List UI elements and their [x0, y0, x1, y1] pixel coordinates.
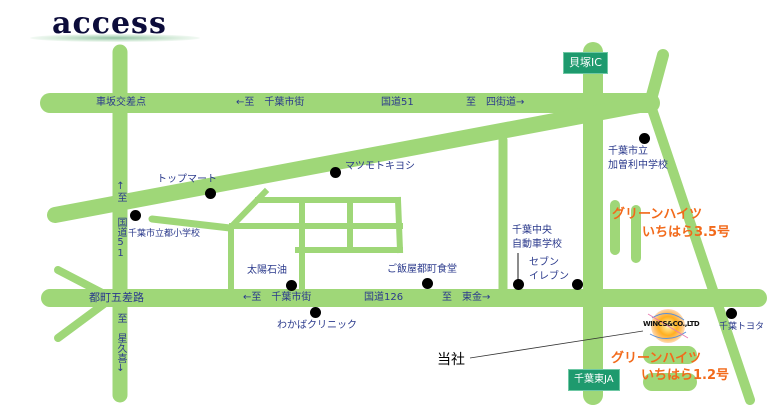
office-pointer-line — [469, 330, 644, 359]
label-north-up: ↑至 — [115, 181, 126, 202]
road-sw-upper — [54, 266, 116, 302]
marker-kasori-junior-high — [639, 133, 650, 144]
label-south: 至 星久喜↓ — [115, 313, 126, 374]
marker-wakaba-clinic — [310, 307, 321, 318]
property-gh35-line1: グリーンハイツ — [612, 207, 703, 222]
label-route126-east: 至 東金→ — [442, 292, 491, 303]
sign-chiba-higashi-ja: 千葉東JA — [568, 369, 620, 391]
label-route51-east: 至 四街道→ — [466, 97, 525, 108]
label-tomachi-elementary: 千葉市立都小学校 — [128, 229, 201, 239]
marker-tomachi-elementary — [130, 210, 141, 221]
marker-chiba-toyota — [726, 308, 737, 319]
label-driving-school-line2: 自動車学校 — [512, 239, 562, 250]
company-logo-text: WINCS&CO.,LTD — [643, 320, 700, 328]
road-school-street — [148, 215, 234, 232]
label-route51: 国道51 — [381, 97, 414, 108]
label-chiba-toyota: 千葉トヨタ — [719, 322, 765, 332]
label-gohanya: ご飯屋都町食堂 — [387, 264, 457, 275]
company-logo-icon — [647, 309, 689, 343]
page-title: access — [52, 6, 167, 41]
marker-driving-school — [513, 279, 524, 290]
road-se-diagonal — [645, 98, 755, 405]
label-route126: 国道126 — [364, 292, 404, 303]
label-kurumazaka: 車坂交差点 — [96, 97, 146, 108]
marker-taiyo-sekiyu — [286, 280, 297, 291]
label-route126-west: ←至 千葉市街 — [243, 292, 312, 303]
label-north-route: 国道51 — [115, 217, 126, 259]
marker-top-mart — [205, 188, 216, 199]
label-kasori-line2: 加曽利中学校 — [608, 160, 668, 171]
property-gh12-line1: グリーンハイツ — [611, 351, 702, 366]
property-gh12-line2: いちはら1.2号 — [641, 368, 730, 383]
label-matsumoto-kiyoshi: マツモトキヨシ — [345, 161, 415, 172]
label-driving-school-line1: 千葉中央 — [512, 225, 552, 236]
label-wakaba-clinic: わかばクリニック — [277, 320, 357, 331]
marker-gohanya — [422, 278, 433, 289]
label-taiyo-sekiyu: 太陽石油 — [247, 265, 287, 276]
property-gh35-line2: いちはら3.5号 — [642, 225, 731, 240]
title-underline — [30, 34, 200, 42]
marker-seven-eleven — [572, 279, 583, 290]
label-route51-west: ←至 千葉市街 — [236, 97, 305, 108]
sign-kaizuka-ic: 貝塚IC — [563, 52, 608, 74]
label-seven-eleven-line2: イレブン — [529, 271, 569, 282]
marker-matsumoto-kiyoshi — [330, 167, 341, 178]
label-tomachi-gosaro: 都町五差路 — [89, 291, 144, 304]
road-ne-spur — [644, 49, 669, 109]
grid-right — [394, 196, 404, 254]
office-label: 当社 — [437, 352, 465, 368]
label-top-mart: トップマート — [157, 174, 217, 185]
road-diagonal-main — [47, 95, 658, 223]
label-kasori-line1: 千葉市立 — [608, 146, 648, 157]
label-seven-eleven-line1: セブン — [529, 257, 559, 268]
road-sw-lower — [54, 294, 116, 342]
